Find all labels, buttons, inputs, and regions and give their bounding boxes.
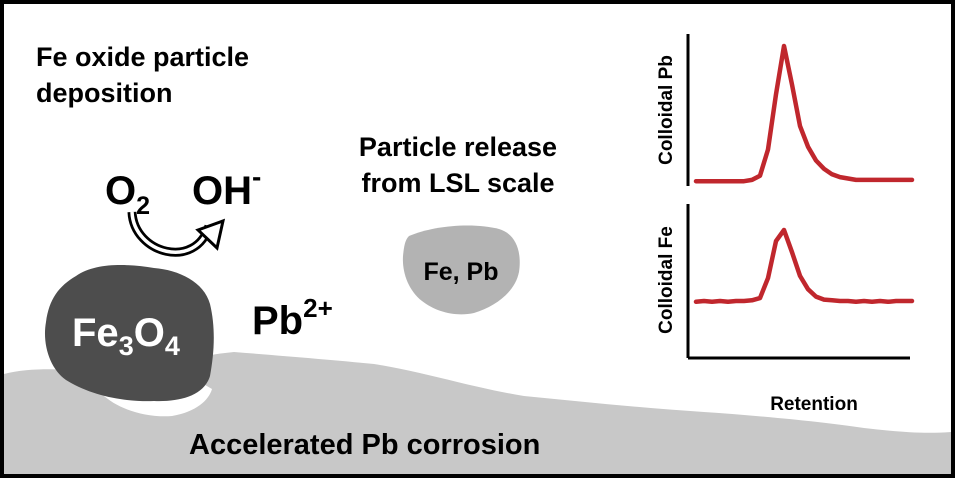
o2-label: O2 <box>105 169 150 220</box>
lsl-scale-surface <box>4 352 951 474</box>
elution-charts: Colloidal Pb Colloidal Fe Retention <box>656 34 915 415</box>
release-label-line2: from LSL scale <box>361 168 554 198</box>
ylabel-colloidal-pb: Colloidal Pb <box>656 55 677 165</box>
corrosion-label: Accelerated Pb corrosion <box>189 429 540 461</box>
deposition-label-line1: Fe oxide particle <box>36 42 249 72</box>
reduction-arrow-icon <box>127 211 226 257</box>
colloidal-fe-trace <box>693 227 915 305</box>
colloidal-pb-trace <box>693 43 915 184</box>
pb-ion-label: Pb2+ <box>252 293 333 343</box>
xlabel-retention: Retention <box>770 394 858 415</box>
fe3o4-particle <box>44 265 214 402</box>
deposition-label-line2: deposition <box>36 78 173 108</box>
fe-pb-particle <box>402 225 520 315</box>
diagram-canvas: Fe oxide particle deposition O2 OH- Part… <box>4 34 951 474</box>
fe-pb-label: Fe, Pb <box>423 258 498 286</box>
fe3o4-label: Fe3O4 <box>72 311 180 361</box>
oh-label: OH- <box>192 161 261 213</box>
ylabel-colloidal-fe: Colloidal Fe <box>656 226 677 334</box>
release-label-line1: Particle release <box>359 132 557 162</box>
